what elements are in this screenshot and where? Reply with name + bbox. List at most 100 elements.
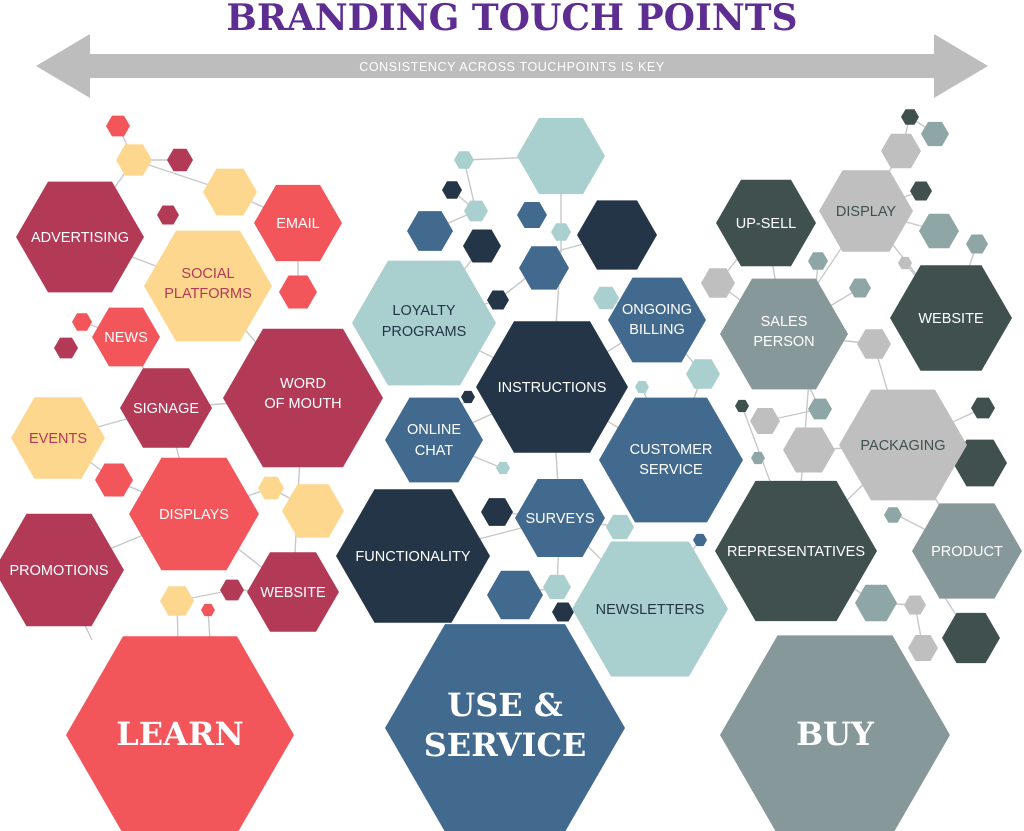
hexagon-shape bbox=[572, 541, 728, 677]
decorative-hexagon bbox=[901, 109, 919, 125]
hexagon-label: SIGNAGE bbox=[133, 401, 199, 417]
decorative-hexagon bbox=[481, 498, 513, 526]
hexagon-label: OF MOUTH bbox=[264, 396, 341, 412]
decorative-hexagon bbox=[461, 390, 475, 404]
decorative-hexagon bbox=[106, 115, 130, 137]
hexagon-shape bbox=[129, 457, 259, 571]
decorative-hexagon bbox=[953, 439, 1007, 487]
decorative-hexagon bbox=[884, 507, 902, 523]
hexagon-label: LOYALTY bbox=[392, 303, 455, 319]
hexagon-label: INSTRUCTIONS bbox=[498, 380, 607, 396]
decorative-hexagon bbox=[167, 148, 193, 172]
decorative-hexagon bbox=[95, 463, 133, 497]
decorative-hexagon bbox=[258, 476, 284, 500]
page-title: BRANDING TOUCH POINTS bbox=[226, 0, 797, 39]
hexagon-label: CUSTOMER bbox=[630, 442, 713, 458]
hexagon-label: EMAIL bbox=[276, 216, 320, 232]
up-sell-hexagon: UP-SELL bbox=[716, 179, 816, 267]
decorative-hexagon bbox=[849, 278, 871, 298]
decorative-hexagon bbox=[735, 399, 749, 413]
hexagon-shape bbox=[336, 489, 490, 623]
hexagon-label: WORD bbox=[280, 376, 326, 392]
hexagon-label: SOCIAL bbox=[181, 266, 234, 282]
hexagon-label: DISPLAYS bbox=[159, 507, 229, 523]
hexagon-label: BUY bbox=[796, 715, 875, 753]
learn-website-hexagon: WEBSITE bbox=[247, 552, 339, 632]
decorative-hexagon bbox=[908, 635, 938, 661]
promotions-hexagon: PROMOTIONS bbox=[0, 513, 124, 627]
ongoing-billing-hexagon: ONGOING BILLING bbox=[608, 277, 706, 363]
hexagon-label: ONGOING bbox=[622, 302, 692, 318]
decorative-hexagon bbox=[201, 603, 215, 617]
hexagon-label: NEWSLETTERS bbox=[596, 602, 705, 618]
hexagon-shape bbox=[223, 328, 383, 468]
decorative-hexagon bbox=[942, 612, 1000, 664]
decorative-hexagon bbox=[966, 234, 988, 254]
decorative-hexagon bbox=[116, 144, 152, 176]
decorative-hexagon bbox=[282, 484, 344, 538]
events-hexagon: EVENTS bbox=[11, 397, 105, 479]
double-arrow bbox=[36, 34, 988, 98]
hexagon-shape bbox=[720, 635, 950, 831]
decorative-hexagon bbox=[454, 151, 474, 169]
customer-service-hexagon: CUSTOMER SERVICE bbox=[599, 397, 743, 523]
hexagon-shape bbox=[92, 307, 160, 367]
decorative-hexagon bbox=[577, 200, 657, 270]
word-of-mouth-hexagon: WORD OF MOUTH bbox=[223, 328, 383, 468]
decorative-hexagon bbox=[463, 229, 501, 263]
newsletters-hexagon: NEWSLETTERS bbox=[572, 541, 728, 677]
hexagon-label: PLATFORMS bbox=[164, 286, 252, 302]
decorative-hexagon bbox=[552, 602, 574, 622]
hexagon-shape bbox=[11, 397, 105, 479]
hexagon-shape bbox=[16, 181, 144, 293]
decorative-hexagon bbox=[593, 286, 619, 310]
hexagon-shape bbox=[720, 278, 848, 390]
hexagon-label: WEBSITE bbox=[260, 585, 326, 601]
decorative-hexagon bbox=[407, 211, 453, 251]
hexagon-shape bbox=[247, 552, 339, 632]
header: BRANDING TOUCH POINTS CONSISTENCY ACROSS… bbox=[36, 0, 988, 98]
representatives-hexagon: REPRESENTATIVES bbox=[715, 480, 877, 622]
hexagon-label: SERVICE bbox=[639, 462, 703, 478]
hexagon-shape bbox=[839, 389, 967, 501]
decorative-hexagon bbox=[783, 427, 835, 473]
decorative-hexagon bbox=[551, 223, 571, 241]
hexagon-label: SURVEYS bbox=[525, 511, 594, 527]
display-hexagon: DISPLAY bbox=[819, 170, 913, 252]
decorative-hexagon bbox=[157, 205, 179, 225]
decorative-hexagon bbox=[496, 461, 510, 475]
hexagon-shape bbox=[144, 230, 272, 342]
hexagon-label: WEBSITE bbox=[918, 311, 984, 327]
decorative-hexagon bbox=[54, 337, 78, 359]
decorative-hexagon bbox=[808, 398, 832, 420]
hexagon-label: ONLINE bbox=[407, 422, 461, 438]
hexagon-label: UP-SELL bbox=[736, 216, 796, 232]
hexagon-shape bbox=[0, 513, 124, 627]
hexagon-label: USE & bbox=[447, 686, 563, 724]
hexagon-shape bbox=[476, 321, 628, 453]
decorative-hexagon bbox=[881, 133, 921, 169]
hexagon-label: CHAT bbox=[415, 443, 454, 459]
decorative-hexagon bbox=[855, 584, 897, 622]
hexagon-label: BILLING bbox=[629, 322, 685, 338]
hexagon-label: PRODUCT bbox=[931, 544, 1003, 560]
decorative-hexagon bbox=[203, 168, 257, 216]
decorative-hexagon bbox=[898, 256, 912, 270]
hexagon-label: SERVICE bbox=[424, 726, 587, 764]
decorative-hexagon bbox=[971, 397, 995, 419]
social-platforms-hexagon: SOCIAL PLATFORMS bbox=[144, 230, 272, 342]
hexagon-shape bbox=[608, 277, 706, 363]
decorative-hexagon bbox=[808, 252, 828, 270]
decorative-hexagon bbox=[919, 213, 959, 249]
hexagon-label: DISPLAY bbox=[836, 204, 897, 220]
instructions-hexagon: INSTRUCTIONS bbox=[476, 321, 628, 453]
packaging-hexagon: PACKAGING bbox=[839, 389, 967, 501]
arrow-caption: CONSISTENCY ACROSS TOUCHPOINTS IS KEY bbox=[359, 60, 665, 74]
hexagon-shape bbox=[599, 397, 743, 523]
hexagon-label: PACKAGING bbox=[860, 438, 945, 454]
hexagon-shape bbox=[352, 260, 496, 386]
online-chat-hexagon: ONLINE CHAT bbox=[385, 397, 483, 483]
buy-website-hexagon: WEBSITE bbox=[890, 265, 1012, 371]
